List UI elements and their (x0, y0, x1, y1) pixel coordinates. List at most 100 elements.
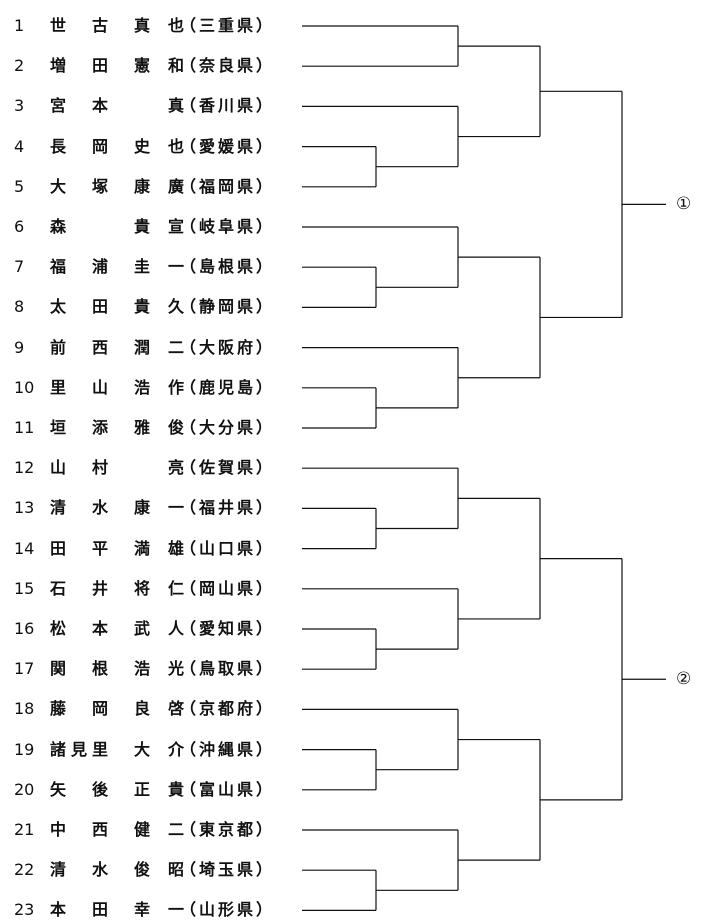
entry-name-char: 大 (133, 739, 150, 759)
entry-name-char: 亮 (167, 458, 184, 478)
entry-prefecture: （岐阜県） (180, 217, 276, 236)
entry-prefecture: （香川県） (180, 96, 276, 116)
entry-name-char: 垣 (49, 418, 66, 437)
result-marker-1: ① (676, 194, 692, 215)
entry-name-char: 啓 (167, 699, 184, 719)
entry-number: 18 (14, 699, 35, 719)
entry-name-char: 岡 (91, 699, 108, 719)
entry-number: 23 (14, 900, 35, 920)
entry-name-char: 本 (91, 619, 108, 638)
entry-prefecture: （富山県） (180, 779, 276, 799)
entry-name-char: 添 (91, 418, 108, 437)
entry-name-char: 幸 (133, 900, 150, 920)
entry-name-char: 井 (91, 578, 108, 598)
entry-name-char: 後 (91, 779, 108, 799)
entry-name-char: 満 (133, 538, 150, 558)
entry-name-char: 田 (49, 538, 66, 558)
entry-name-char: 也 (167, 136, 184, 156)
entry-number: 7 (14, 257, 25, 277)
entry-name-char: 前 (49, 337, 66, 357)
entry-name-char: 田 (91, 900, 108, 920)
entry-name-char: 里 (91, 739, 108, 759)
entry-name-char: 見 (70, 739, 87, 759)
entry-name-char: 石 (49, 578, 66, 598)
entry-name-char: 水 (91, 860, 108, 880)
entry-name-char: 一 (167, 900, 184, 920)
entry-name-char: 康 (133, 176, 150, 196)
entry-number: 10 (14, 377, 35, 397)
entry-prefecture: （静岡県） (180, 297, 276, 317)
entry-name-char: 潤 (133, 337, 150, 357)
entry-number: 4 (14, 136, 25, 156)
entry-name-char: 昭 (167, 860, 184, 880)
entry-name-char: 雅 (133, 418, 150, 437)
entry-prefecture: （京都府） (180, 699, 276, 719)
entry-name-char: 宮 (49, 96, 66, 116)
entry-prefecture: （福井県） (180, 498, 276, 518)
entry-name-char: 真 (133, 16, 150, 35)
entry-name-char: 西 (91, 337, 108, 357)
result-marker-2: ② (676, 669, 692, 690)
entry-name-char: 廣 (167, 176, 184, 196)
entry-name-char: 康 (133, 498, 150, 518)
entry-name-char: 清 (49, 498, 66, 518)
entry-name-char: 貴 (167, 779, 184, 799)
entry-name-char: 光 (167, 659, 184, 679)
entry-number: 8 (14, 297, 25, 317)
entry-prefecture: （奈良県） (180, 56, 276, 76)
entry-prefecture: （佐賀県） (180, 458, 276, 478)
entry-name-char: 貴 (133, 297, 150, 317)
entry-number: 2 (14, 56, 25, 76)
entry-name-char: 平 (91, 538, 108, 558)
entry-name-char: 山 (49, 458, 66, 478)
entry-name-char: 本 (49, 900, 66, 920)
entry-name-char: 貴 (133, 217, 150, 236)
entry-number: 11 (14, 418, 35, 437)
entry-name-char: 古 (91, 16, 108, 35)
entry-name-char: 健 (133, 820, 150, 839)
entry-number: 19 (14, 739, 35, 759)
entry-prefecture: （鹿児島） (180, 377, 276, 397)
entry-name-char: 人 (167, 619, 184, 638)
entry-number: 22 (14, 860, 35, 880)
entry-name-char: 諸 (49, 739, 66, 759)
entry-name-char: 清 (49, 860, 66, 880)
entry-name-char: 也 (167, 16, 184, 35)
entry-name-char: 長 (49, 136, 66, 156)
entry-number: 21 (14, 820, 35, 839)
entry-name-char: 森 (49, 217, 66, 236)
entry-prefecture: （鳥取県） (180, 659, 276, 679)
entry-name-char: 将 (133, 578, 150, 598)
entry-prefecture: （島根県） (180, 257, 276, 277)
entry-number: 3 (14, 96, 25, 116)
entry-name-char: 二 (167, 337, 184, 357)
entry-number: 1 (14, 16, 25, 35)
entry-name-char: 根 (91, 659, 108, 679)
entry-name-char: 西 (91, 820, 108, 839)
entry-prefecture: （大分県） (180, 418, 276, 437)
entry-name-char: 二 (167, 820, 184, 839)
entry-name-char: 仁 (167, 578, 184, 598)
entry-number: 20 (14, 779, 35, 799)
entry-name-char: 水 (91, 498, 108, 518)
entry-name-char: 塚 (91, 176, 108, 196)
entry-prefecture: （東京都） (180, 820, 276, 839)
entry-name-char: 世 (49, 16, 66, 35)
